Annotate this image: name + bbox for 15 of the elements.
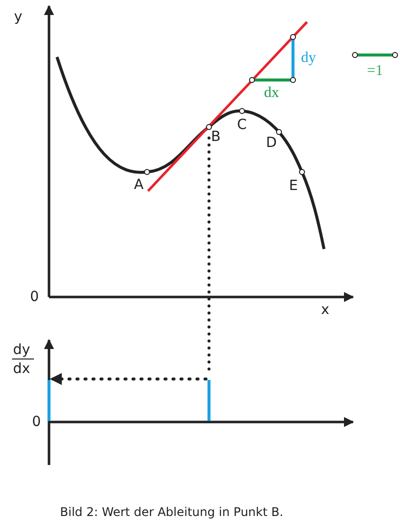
axis-label: y — [14, 10, 22, 24]
point-label: C — [237, 118, 247, 132]
legend-text: =1 — [367, 64, 383, 79]
axis-label: 0 — [30, 290, 39, 304]
figure-caption: Bild 2: Wert der Ableitung in Punkt B. — [60, 506, 284, 518]
axis-label: x — [321, 303, 330, 317]
differential-label: dx — [264, 86, 279, 101]
point-label: A — [134, 178, 144, 192]
point-label: B — [211, 130, 221, 144]
point-label: D — [266, 136, 277, 150]
point-label: E — [289, 179, 298, 193]
axis-label: dx — [13, 362, 30, 376]
axis-label: 0 — [32, 415, 41, 429]
differential-label: dy — [301, 51, 316, 66]
axis-label: dy — [13, 343, 30, 357]
